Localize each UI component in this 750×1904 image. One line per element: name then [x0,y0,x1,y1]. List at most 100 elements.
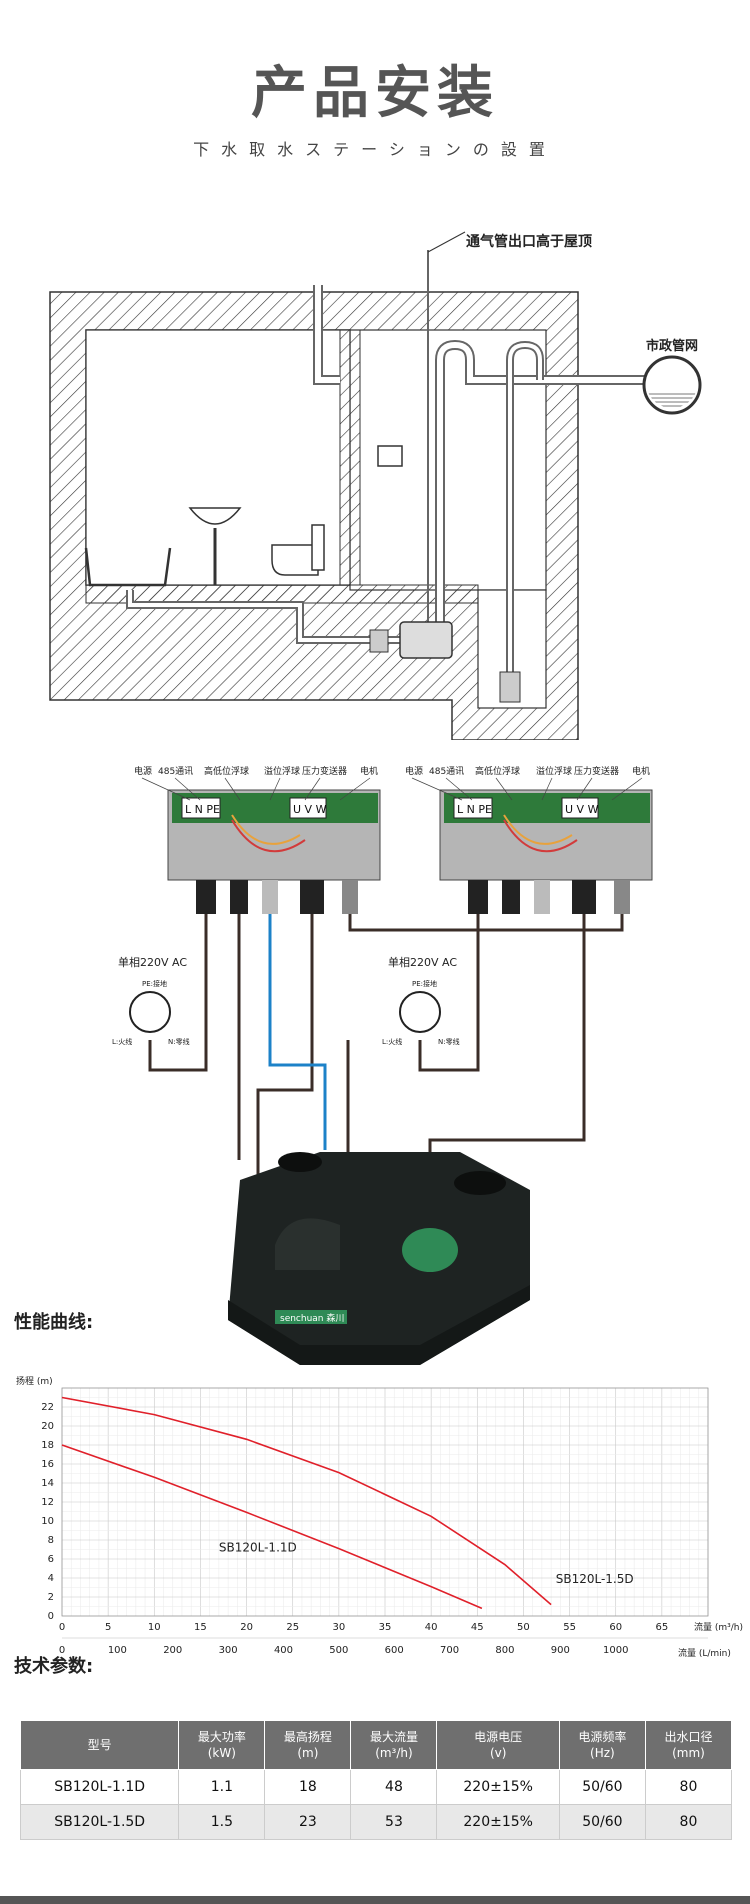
svg-text:溢位浮球: 溢位浮球 [536,765,572,777]
svg-text:PE:接地: PE:接地 [412,979,437,988]
x2-tick-label: 800 [495,1645,514,1656]
table-cell: 1.1 [178,1769,266,1805]
sewer-label: 市政管网 [646,338,698,354]
x-tick-label: 10 [148,1622,161,1633]
x2-tick-label: 600 [385,1645,404,1656]
spec-col-2: 最高扬程(m) [264,1720,352,1770]
table-cell: SB120L-1.5D [19,1804,180,1840]
label-485: 485通讯 [158,766,193,777]
sink-icon [188,507,242,525]
bottom-bar [0,1896,750,1904]
bathtub-icon [84,547,172,587]
svg-text:压力变送器: 压力变送器 [574,765,619,777]
installation-diagram: 通气管出口高于屋顶 市政管网 [49,231,702,740]
y-tick-label: 2 [48,1592,54,1603]
label-overflow: 溢位浮球 [264,765,300,777]
lnpe-left: L N PE [185,803,220,816]
partition-wall [339,329,361,586]
spec-col-0: 型号 [19,1720,180,1770]
control-board-right: L N PE U V W [439,789,653,881]
spec-col-6: 出水口径(mm) [644,1720,733,1770]
power-label-right: 单相220V AC [388,956,457,969]
uvw-left: U V W [293,803,327,816]
terminal-labels-right: 电源 485通讯 高低位浮球 溢位浮球 压力变送器 电机 [405,765,650,777]
y-tick-label: 10 [41,1516,54,1527]
series-line-1 [61,1444,483,1610]
toilet-icon [271,544,319,576]
x-tick-label: 25 [286,1622,299,1633]
x2-tick-label: 400 [274,1645,293,1656]
y-tick-label: 14 [41,1478,54,1489]
x2-axis-title: 流量 (L/min) [678,1647,731,1659]
wiring-diagram: L N PE U V W L N PE U V W 电源 485通讯 高低位浮球… [112,765,653,1365]
svg-text:L:火线: L:火线 [112,1037,132,1046]
x2-tick-label: 200 [163,1645,182,1656]
spec-col-3: 最大流量(m³/h) [350,1720,438,1770]
vent-label: 通气管出口高于屋顶 [466,233,592,250]
spec-col-5: 电源频率(Hz) [558,1720,646,1770]
x2-tick-label: 500 [329,1645,348,1656]
table-cell: 80 [644,1804,733,1840]
table-cell: 220±15% [436,1804,560,1840]
series-label-2: SB120L-1.5D [556,1572,634,1586]
x2-tick-label: 1000 [603,1645,628,1656]
outlet-right [399,991,441,1033]
x2-tick-label: 100 [108,1645,127,1656]
x2-tick-label: 700 [440,1645,459,1656]
spec-col-4: 电源电压(v) [436,1720,560,1770]
plot-frame [61,1387,709,1617]
table-cell: 23 [264,1804,352,1840]
control-board-left: L N PE U V W [167,789,381,881]
specs-header-row: 型号最大功率(kW)最高扬程(m)最大流量(m³/h)电源电压(v)电源频率(H… [19,1720,733,1770]
y-tick-label: 12 [41,1497,54,1508]
y-axis-title: 扬程 (m) [16,1375,53,1387]
y-tick-label: 6 [48,1554,54,1565]
table-cell: 48 [350,1769,438,1805]
x-tick-label: 55 [563,1622,576,1633]
svg-text:485通讯: 485通讯 [429,766,464,777]
series-label-1: SB120L-1.1D [219,1540,297,1554]
x2-tick-label: 300 [219,1645,238,1656]
x-tick-label: 15 [194,1622,207,1633]
x-tick-label: 65 [655,1622,668,1633]
x2-tick-label: 0 [59,1645,65,1656]
outlet-left [129,991,171,1033]
lifting-station [399,621,453,659]
x-axis-title: 流量 (m³/h) [694,1621,743,1633]
pit-pump [499,671,521,703]
y-tick-label: 4 [48,1573,54,1584]
svg-text:高低位浮球: 高低位浮球 [475,765,520,777]
table-cell: 50/60 [558,1769,646,1805]
y-tick-label: 22 [41,1402,54,1413]
power-label-left: 单相220V AC [118,956,187,969]
room-left [85,329,351,586]
table-cell: 80 [644,1769,733,1805]
overflow-cable [268,914,327,1150]
table-cell: 220±15% [436,1769,560,1805]
x-tick-label: 35 [379,1622,392,1633]
x-tick-label: 40 [425,1622,438,1633]
label-pressure: 压力变送器 [302,765,347,777]
specs-heading: 技术参数: [14,1656,94,1677]
svg-text:N:零线: N:零线 [168,1037,190,1046]
y-tick-label: 18 [41,1440,54,1451]
table-cell: 50/60 [558,1804,646,1840]
y-tick-label: 0 [48,1611,54,1622]
label-power: 电源 [134,765,152,777]
station-body: senchuan 森川 [228,1152,530,1365]
page-subtitle: 下水取水ステーションの設置 [193,140,557,159]
x-tick-label: 30 [332,1622,345,1633]
brand-label: senchuan 森川 [280,1312,344,1324]
svg-text:L:火线: L:火线 [382,1037,402,1046]
y-tick-label: 8 [48,1535,54,1546]
label-motor: 电机 [360,765,378,777]
y-tick-label: 16 [41,1459,54,1470]
x-tick-label: 5 [105,1622,111,1633]
table-cell: 18 [264,1769,352,1805]
specs-table: 型号最大功率(kW)最高扬程(m)最大流量(m³/h)电源电压(v)电源频率(H… [19,1720,733,1840]
x-tick-label: 0 [59,1622,65,1633]
control-box [377,445,403,467]
